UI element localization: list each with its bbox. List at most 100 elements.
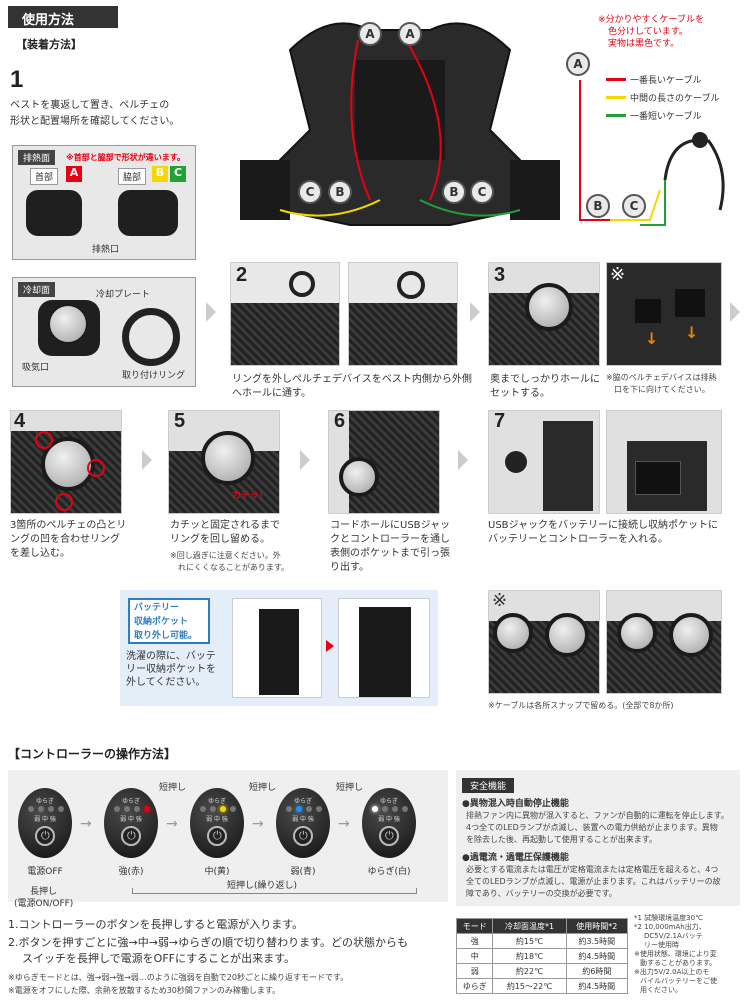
power-button[interactable]: ⏻ — [35, 826, 55, 846]
controller-state-4: ゆらぎ弱 中 強⏻ — [362, 788, 416, 858]
arrow-right-icon: → — [338, 816, 350, 832]
arrow-right-icon — [458, 450, 468, 470]
led-indicator — [306, 806, 312, 812]
label-a-box: A — [66, 166, 82, 182]
vest-label-c-right: C — [470, 180, 494, 204]
side-peltier-image — [118, 190, 178, 236]
step-5-photo — [168, 410, 280, 514]
footnote-2c: リー使用時 — [644, 941, 679, 949]
step-4-text-3: を差し込む。 — [10, 548, 70, 559]
step-6-text-1: コードホールにUSBジャッ — [330, 520, 451, 531]
controller-state-3: ゆらぎ弱 中 強⏻ — [276, 788, 330, 858]
step-5-number: 5 — [174, 410, 186, 432]
exhaust-text-1: ※脇のペルチェデバイスは排熱 — [606, 373, 717, 382]
cable-note: ※分かりやすくケーブルを 色分けしています。 実物は黒色です。 — [598, 14, 704, 50]
arrow-right-icon — [300, 450, 310, 470]
step-1-number: 1 — [10, 66, 24, 93]
controller-state-label: 電源OFF — [27, 867, 63, 877]
long-cable-label: 一番長いケーブル — [630, 76, 702, 86]
footnote-1: *1 試験環境温度30℃ — [634, 914, 703, 922]
legend-label-c: C — [622, 194, 646, 218]
led-indicator — [38, 806, 44, 812]
footnote-2b: DC5V/2.1Aバッテ — [644, 932, 703, 940]
heat-warning: ※首部と脇部で形状が違います。 — [66, 153, 185, 162]
step-7-text-1: USBジャックをバッテリーに接続し収納ポケットに — [488, 520, 719, 531]
step-5-text-1: カチッと固定されるまで — [170, 520, 280, 531]
arrow-right-icon — [142, 450, 152, 470]
instruction-note-1: ※ゆらぎモードとは、強→弱→強→弱…のように強弱を自動で20秒ごとに繰り返すモー… — [8, 973, 349, 982]
short-press-label-2: 短押し — [249, 783, 277, 793]
step-4-photo — [10, 410, 122, 514]
safety-p2c: 障であり、バッテリーの交換が必要です。 — [466, 889, 617, 898]
battery-photo-2 — [338, 598, 430, 698]
step-7-photo-1 — [488, 410, 600, 514]
led-indicator — [296, 806, 302, 812]
arrow-right-icon: → — [166, 816, 178, 832]
arrow-right-icon — [470, 302, 480, 322]
legend-label-a: A — [566, 52, 590, 76]
led-indicator — [316, 806, 322, 812]
side-label: 脇部 — [118, 168, 147, 185]
step-6-text-4: り出す。 — [330, 562, 369, 573]
footnote-3b: 動することがあります。 — [640, 959, 717, 967]
battery-photo-1 — [232, 598, 322, 698]
snap-text: ※ケーブルは各所スナップで留める。(全部で8か所) — [488, 701, 674, 710]
vest-label-b-left: B — [328, 180, 352, 204]
led-indicator — [48, 806, 54, 812]
power-button[interactable]: ⏻ — [207, 826, 227, 846]
exhaust-photo: ↓ ↓ — [606, 262, 722, 366]
safety-p2b: 全てのLEDランプが点滅し、電源が止まります。これはバッテリーの故 — [466, 877, 721, 886]
page-title: 使用方法 — [8, 6, 118, 28]
step-6-number: 6 — [334, 410, 346, 432]
footnote-4b: バイルバッテリーをご使 — [640, 977, 717, 985]
step-2-text-2: へホールに通す。 — [232, 388, 311, 399]
cool-plate-label: 冷却プレート — [96, 290, 151, 300]
safety-p1c: を除去した後、再起動して使用することが出来ます。 — [466, 835, 657, 844]
short-press-label-3: 短押し — [336, 783, 364, 793]
table-cell: 約6時間 — [565, 963, 629, 979]
power-button[interactable]: ⏻ — [121, 826, 141, 846]
label-b-box: B — [152, 166, 168, 182]
controller-state-label: 中(黄) — [204, 867, 230, 877]
cable-diagram — [579, 80, 725, 226]
snap-photo-1 — [488, 590, 600, 694]
footnote-4a: ※出力5V/2.0A以上のモ — [634, 968, 710, 976]
power-button[interactable]: ⏻ — [379, 826, 399, 846]
led-indicator — [372, 806, 378, 812]
yellow-cable-swatch — [606, 96, 626, 99]
table-header-row: モード 冷却面温度*1 使用時間*2 — [455, 918, 629, 934]
safety-p1b: 4つ全てのLEDランプが点滅し、装置への電力供給が止まります。異物 — [466, 823, 718, 832]
cable-note-2: 色分けしています。 — [608, 27, 688, 37]
mount-ring-image — [122, 308, 180, 366]
short-press-label-1: 短押し — [159, 783, 187, 793]
controller-state-0: ゆらぎ弱 中 強⏻ — [18, 788, 72, 858]
led-indicator — [124, 806, 130, 812]
battery-tag-1: バッテリー — [134, 603, 180, 613]
step-1-text-2: 形状と配置場所を確認してください。 — [10, 116, 180, 127]
label-c-box: C — [170, 166, 186, 182]
led-indicator — [382, 806, 388, 812]
battery-tag-2: 収納ポケット — [134, 617, 189, 627]
step-3-photo — [488, 262, 600, 366]
table-cell: ゆらぎ — [455, 978, 494, 994]
power-button[interactable]: ⏻ — [293, 826, 313, 846]
vest-label-a-left: A — [358, 22, 382, 46]
footnotes: *1 試験環境温度30℃ *2 10,000mAh出力、 DC5V/2.1Aバッ… — [634, 914, 746, 995]
step-5-text-2: リングを回し留める。 — [170, 534, 270, 545]
controller-state-1: ゆらぎ弱 中 強⏻ — [104, 788, 158, 858]
exhaust-text-2: 口を下に向けてください。 — [614, 385, 710, 394]
arrow-right-icon: → — [80, 816, 92, 832]
step-6-text-2: クとコントローラーを通し — [330, 534, 450, 545]
green-cable-swatch — [606, 114, 626, 117]
battery-tag: バッテリー 収納ポケット 取り外し可能。 — [128, 598, 210, 644]
legend-label-b: B — [586, 194, 610, 218]
footnote-4c: 用ください。 — [640, 986, 682, 994]
step-2-text-1: リングを外しペルチェデバイスをベスト内側から外側 — [232, 374, 472, 385]
arrow-right-icon: → — [252, 816, 264, 832]
cable-note-1: ※分かりやすくケーブルを — [598, 15, 705, 25]
safety-heading-1: ●異物混入時自動停止機能 — [462, 799, 569, 809]
cool-plate-image — [48, 304, 88, 344]
controller-face-modes: 弱 中 強 — [206, 816, 228, 823]
controller-face-label: ゆらぎ — [121, 798, 140, 805]
table-cell: 強 — [455, 933, 494, 949]
